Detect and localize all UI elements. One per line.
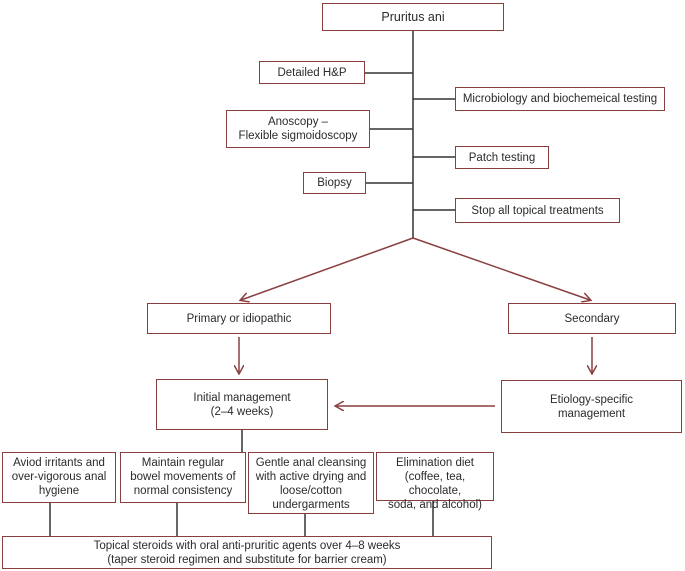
microbiology-box: Microbiology and biochemeical testing	[455, 87, 665, 111]
biopsy-box: Biopsy	[303, 172, 366, 194]
secondary-box: Secondary	[508, 303, 676, 334]
history-box: Detailed H&P	[259, 61, 365, 84]
anoscopy-box: Anoscopy – Flexible sigmoidoscopy	[226, 110, 370, 148]
measure-irritants-box: Aviod irritants and over-vigorous anal h…	[2, 452, 116, 503]
initial-management-box: Initial management (2–4 weeks)	[156, 379, 328, 430]
final-treatment-box: Topical steroids with oral anti-pruritic…	[2, 536, 492, 569]
primary-box: Primary or idiopathic	[147, 303, 331, 334]
measure-bowel-box: Maintain regular bowel movements of norm…	[120, 452, 246, 503]
stop-topicals-box: Stop all topical treatments	[455, 198, 620, 223]
arrow-to-primary	[241, 237, 414, 300]
root-box: Pruritus ani	[322, 3, 504, 31]
patch-testing-box: Patch testing	[455, 146, 549, 169]
arrow-to-secondary	[412, 237, 590, 300]
etiology-management-box: Etiology-specific management	[501, 380, 682, 433]
measure-cleansing-box: Gentle anal cleansing with active drying…	[248, 452, 374, 514]
measure-diet-box: Elimination diet (coffee, tea, chocolate…	[376, 452, 494, 511]
